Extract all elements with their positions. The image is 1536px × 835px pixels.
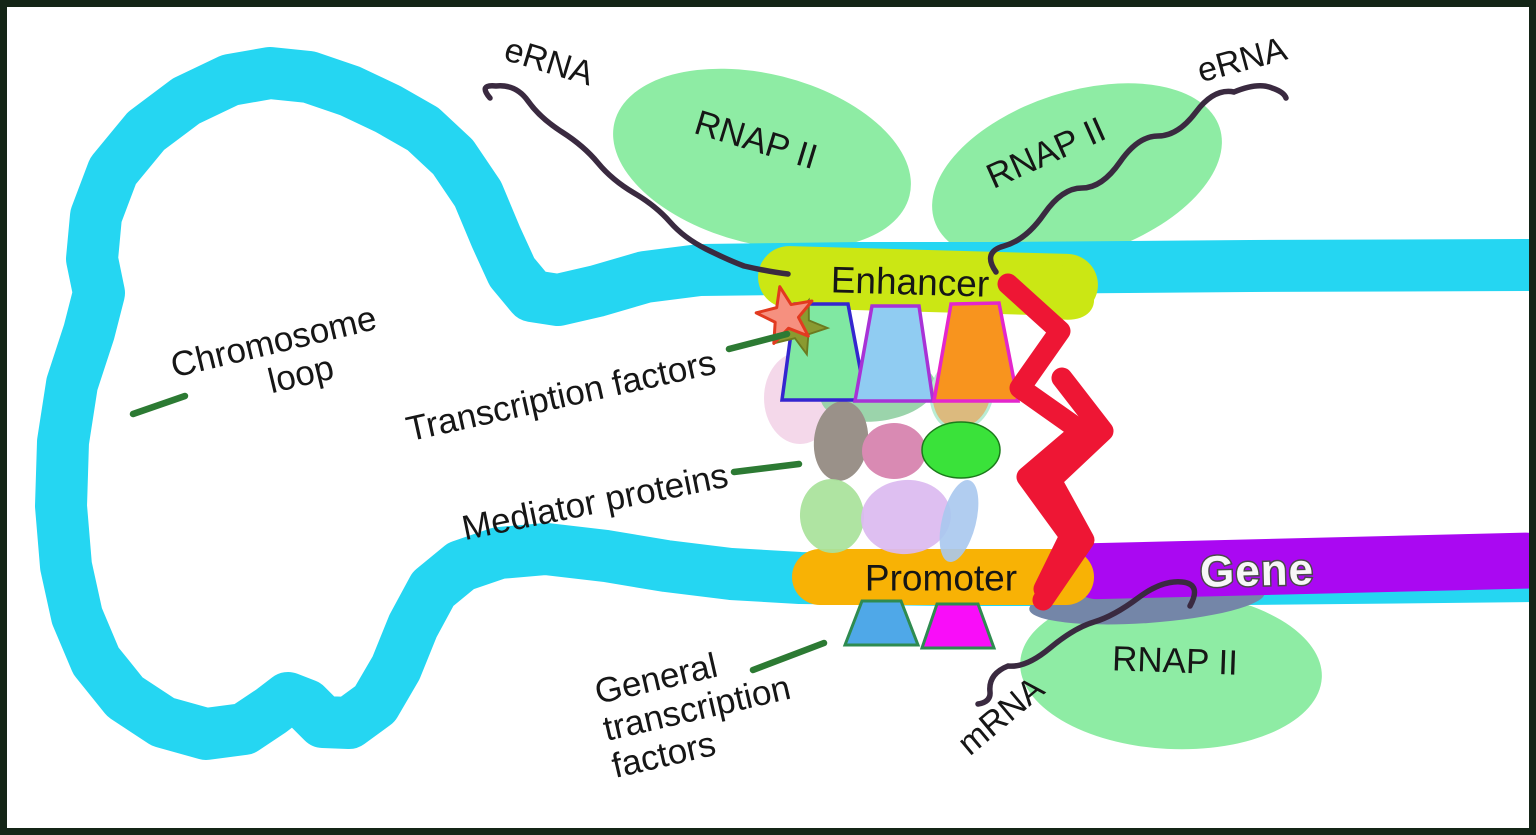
- rnap2-ellipse-left: [613, 68, 911, 250]
- enhancer-promoter-zigzag-2: [1032, 367, 1114, 611]
- promoter-label: Promoter: [865, 558, 1017, 599]
- star-icon: [754, 285, 814, 345]
- mediator-protein-8: [861, 479, 951, 555]
- mrna-strand: [975, 579, 1198, 707]
- pointer-general-tf: [749, 639, 828, 674]
- gene-label: Gene: [1199, 545, 1314, 597]
- transcription-factor-3: [931, 301, 1021, 403]
- general-tf-label: General transcription factors: [591, 629, 812, 786]
- general-tf-1: [842, 599, 921, 647]
- mediator-protein-4: [813, 401, 869, 481]
- pointer-chromosome-loop: [129, 392, 189, 418]
- erna-label-left: eRNA: [500, 31, 598, 94]
- erna-strand-right: [987, 83, 1289, 275]
- chromosome-loop-strand: [35, 47, 1536, 760]
- chromosome-loop-label: Chromosome loop: [167, 296, 399, 422]
- transcription-factors-label: Transcription factors: [403, 343, 720, 449]
- general-tf-2: [919, 602, 997, 650]
- erna-label-right: eRNA: [1193, 30, 1291, 90]
- rnap2-label-bottom: RNAP II: [1111, 639, 1238, 682]
- enhancer-label: Enhancer: [830, 259, 989, 304]
- rnap2-ellipse-right: [932, 83, 1222, 265]
- mediator-protein-6: [921, 421, 1001, 479]
- transcription-factor-2: [852, 304, 936, 403]
- mediator-protein-7: [799, 479, 865, 553]
- mediator-protein-9: [939, 480, 979, 562]
- promoter-bar: [792, 549, 1094, 605]
- erna-strand-left: [482, 83, 791, 277]
- pointer-transcription-factors: [725, 330, 791, 353]
- rnap2-ellipse-bottom: [1020, 590, 1322, 750]
- pointer-mediator-proteins: [730, 460, 803, 476]
- mrna-label: mRNA: [950, 669, 1051, 763]
- mediator-protein-5: [862, 423, 926, 479]
